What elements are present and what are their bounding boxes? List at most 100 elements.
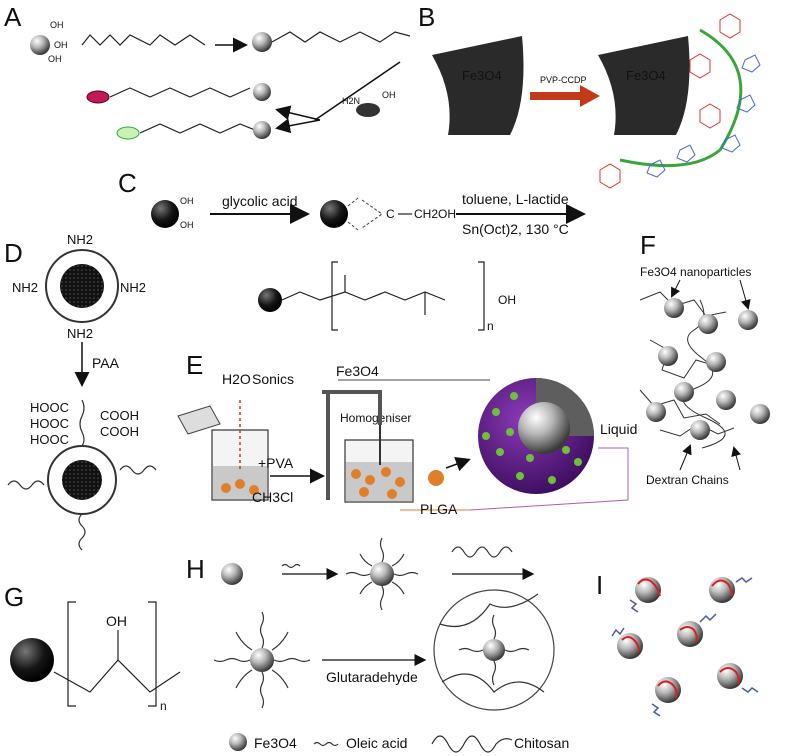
panel-label-c: C [118, 168, 137, 198]
panel-f: F Fe3O4 nanoparticles Dextran Chains [639, 230, 770, 487]
oh-c-end: OH [498, 293, 516, 307]
panel-h: H Glutaradehyde Fe3O4 Oleic ac [186, 537, 569, 753]
np-h2 [370, 562, 394, 586]
step2-bottom: Sn(Oct)2, 130 °C [462, 221, 569, 237]
panel-b: B Fe3O4 PVP-CCDP Fe3O4 [418, 2, 761, 189]
pvp-shell [619, 28, 743, 168]
panel-c: C OH OH glycolic acid C CH2OH toluene, L… [118, 168, 586, 333]
solvent-label: CH3Cl [252, 489, 293, 505]
paa-chains-d [7, 465, 157, 551]
pla-backbone [281, 291, 446, 301]
svg-text:H2N: H2N [342, 96, 360, 106]
legend-fe3o4-icon [229, 733, 247, 751]
np-h3 [250, 648, 274, 672]
oh-g: OH [106, 613, 127, 629]
panel-label-a: A [4, 2, 22, 32]
legend-oleic-icon [313, 741, 339, 747]
catechol-groups [599, 13, 741, 189]
plga-droplet [428, 470, 444, 486]
crosslinker-label: Glutaradehyde [326, 669, 418, 685]
sonics-label: Sonics [252, 371, 294, 387]
nanoparticle-a2 [252, 31, 411, 52]
crosslinked-network [439, 593, 545, 693]
nh2-left: NH2 [12, 280, 38, 295]
svg-text:OH: OH [382, 90, 396, 100]
np-c1 [151, 200, 179, 228]
nh2-bottom: NH2 [67, 326, 93, 341]
panel-e: E H2O Sonics Fe3O4 Homogeniser +PVA CH3C… [177, 350, 637, 517]
cooh-1: COOH [100, 408, 139, 423]
hooc-2: HOOC [30, 416, 69, 431]
homogeniser-label: Homogeniser [340, 411, 411, 425]
f-particles [646, 298, 770, 440]
conjugate-red [86, 83, 271, 104]
sphere-core [518, 402, 570, 454]
cooh-2: COOH [100, 424, 139, 439]
orange-droplets-2 [351, 467, 405, 499]
nh2-right: NH2 [120, 280, 146, 295]
c-atom: C [386, 207, 395, 221]
panel-g: G OH n [4, 582, 181, 713]
green-particles [482, 392, 582, 484]
svg-text:OH: OH [48, 54, 62, 64]
pva-backbone [53, 659, 181, 693]
np-c3 [258, 288, 282, 312]
branch-line [314, 61, 401, 121]
legend-oleic: Oleic acid [346, 735, 407, 751]
legend-chitosan-icon [431, 735, 513, 753]
panel-label-i: I [596, 570, 603, 600]
arrow-b [530, 85, 600, 107]
oleic-coat-h3 [213, 611, 311, 709]
repeat-brackets-c [331, 261, 485, 331]
silane-peg-chain [81, 34, 206, 46]
step2-top: toluene, L-lactide [462, 191, 569, 207]
dextran-network [639, 291, 735, 449]
arrow-label-b: PVP-CCDP [540, 75, 587, 85]
panel-a: A OH OH OH H2N OH [4, 2, 411, 140]
np-d1-core [60, 264, 104, 308]
core-left-label: Fe3O4 [462, 68, 502, 83]
panel-d: D NH2 NH2 NH2 NH2 PAA HOOC HOOC HOOC COO… [4, 232, 157, 551]
orange-droplets-1 [221, 479, 259, 495]
i-particles [611, 577, 759, 717]
n-g: n [160, 699, 167, 713]
hooc-1: HOOC [30, 400, 69, 415]
panel-label-h: H [186, 554, 205, 584]
legend-fe3o4: Fe3O4 [254, 735, 297, 751]
conjugate-green [116, 121, 271, 140]
np-h1 [221, 563, 243, 585]
svg-text:OH: OH [50, 20, 64, 30]
legend-chitosan: Chitosan [514, 735, 569, 751]
np-g [10, 638, 54, 682]
panel-label-e: E [186, 350, 203, 380]
f-top-label: Fe3O4 nanoparticles [640, 265, 751, 279]
chitosan-shell [433, 589, 555, 711]
np-c2 [320, 200, 348, 228]
fe3o4-core-left [432, 36, 524, 135]
homogeniser-stand [322, 390, 382, 500]
core-right-label: Fe3O4 [626, 68, 666, 83]
panel-label-f: F [640, 230, 656, 260]
np-d2-core [62, 460, 102, 500]
liquid-label: Liquid [600, 421, 637, 437]
ch2oh-label: CH2OH [414, 207, 456, 221]
f-bottom-label: Dextran Chains [646, 473, 729, 487]
water-label: H2O [222, 371, 251, 387]
hooc-3: HOOC [30, 432, 69, 447]
svg-text:OH: OH [54, 40, 68, 50]
panel-i: I [596, 570, 759, 717]
oh-c1: OH [180, 196, 194, 206]
panel-label-b: B [418, 2, 435, 32]
np-h4 [483, 639, 505, 661]
oleic-coat-h2 [345, 537, 419, 611]
nh2-top: NH2 [67, 232, 93, 247]
step1-label: glycolic acid [222, 193, 297, 209]
repeat-brackets-g [67, 601, 157, 707]
pyrrolidone-groups [646, 54, 761, 178]
n-c: n [487, 319, 494, 333]
panel-label-g: G [4, 582, 24, 612]
fe3o4-core-right [598, 36, 690, 135]
plga-label: PLGA [420, 501, 458, 517]
powder-tray [177, 405, 221, 435]
